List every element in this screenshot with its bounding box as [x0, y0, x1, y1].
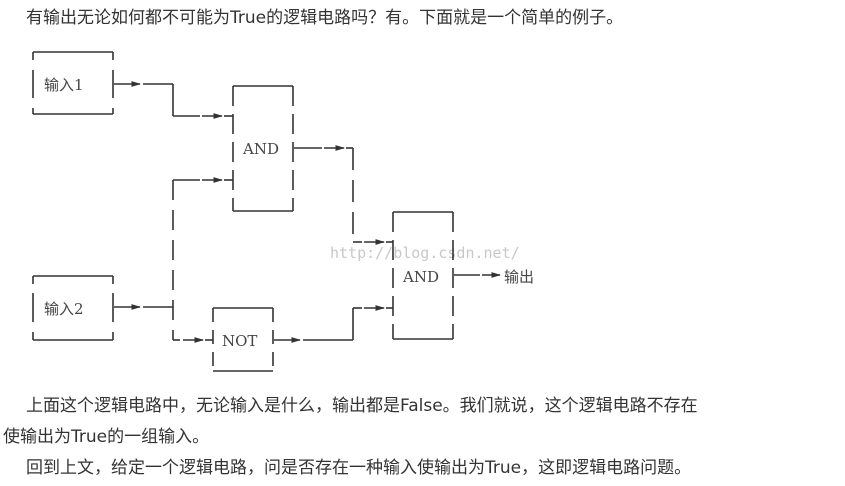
- conclusion-text: 回到上文，给定一个逻辑电路，问是否存在一种输入使输出为True，这即逻辑电路问题…: [26, 458, 692, 478]
- and-gate-1-label: AND: [242, 140, 279, 158]
- input2-label: 输入2: [44, 300, 84, 318]
- and-gate-1-box: [232, 85, 294, 212]
- and-gate-2-label: AND: [402, 268, 439, 286]
- and-gate-2-box: [392, 211, 454, 340]
- wire-and1-to-and2: [294, 145, 393, 245]
- explanation-line-1: 上面这个逻辑电路中，无论输入是什么，输出都是False。我们就说，这个逻辑电路不…: [26, 396, 698, 416]
- input1-box: [32, 51, 114, 115]
- input1-label: 输入1: [44, 76, 84, 94]
- wire-input1-to-and1: [114, 81, 233, 119]
- input2-box: [32, 275, 114, 341]
- wire-not-to-and2: [274, 305, 393, 343]
- output-label: 输出: [504, 268, 534, 286]
- not-gate-label: NOT: [222, 332, 257, 350]
- watermark-text: http://blog.csdn.net/: [330, 244, 520, 262]
- wire-input2-split: [114, 177, 233, 343]
- explanation-line-2: 使输出为True的一组输入。: [3, 427, 210, 447]
- intro-text: 有输出无论如何都不可能为True的逻辑电路吗？有。下面就是一个简单的例子。: [26, 8, 624, 28]
